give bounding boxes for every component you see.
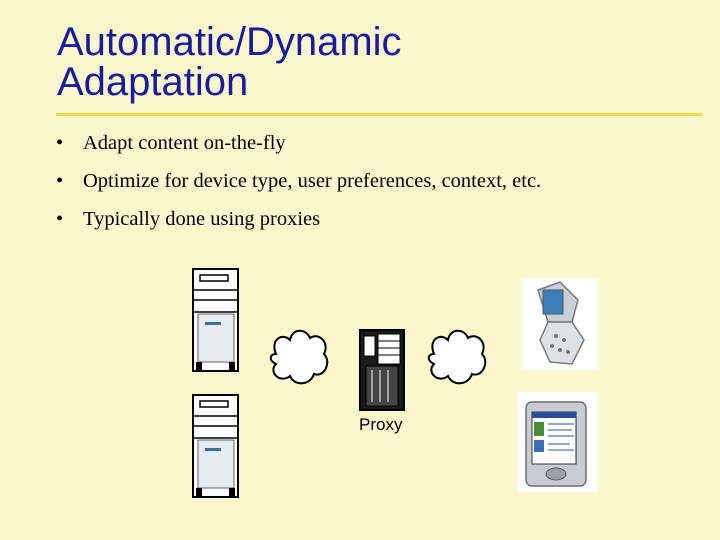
- proxy-server-icon: [360, 330, 404, 410]
- mobile-phone-icon: [522, 278, 598, 370]
- proxy-label: Proxy: [359, 415, 402, 435]
- server-icon: [193, 269, 238, 371]
- network-cloud-icon: [271, 331, 328, 384]
- server-icon: [193, 395, 238, 497]
- network-cloud-icon: [429, 331, 486, 384]
- pda-device-icon: [518, 392, 598, 492]
